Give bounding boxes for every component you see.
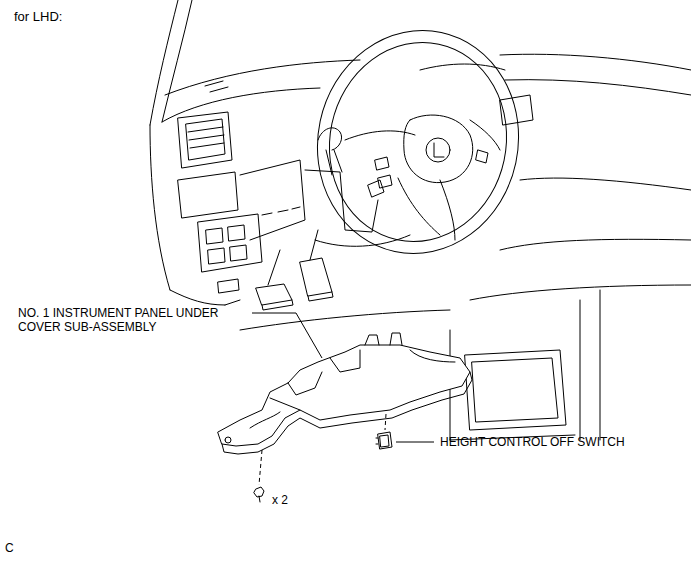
quantity-note: x 2 xyxy=(272,493,288,507)
figure-title: for LHD: xyxy=(14,10,62,24)
part-name: HEIGHT CONTROL OFF SWITCH xyxy=(440,435,625,449)
figure-code: C xyxy=(5,541,14,555)
part-name: NO. 1 INSTRUMENT PANEL UNDER COVER SUB-A… xyxy=(18,306,246,334)
